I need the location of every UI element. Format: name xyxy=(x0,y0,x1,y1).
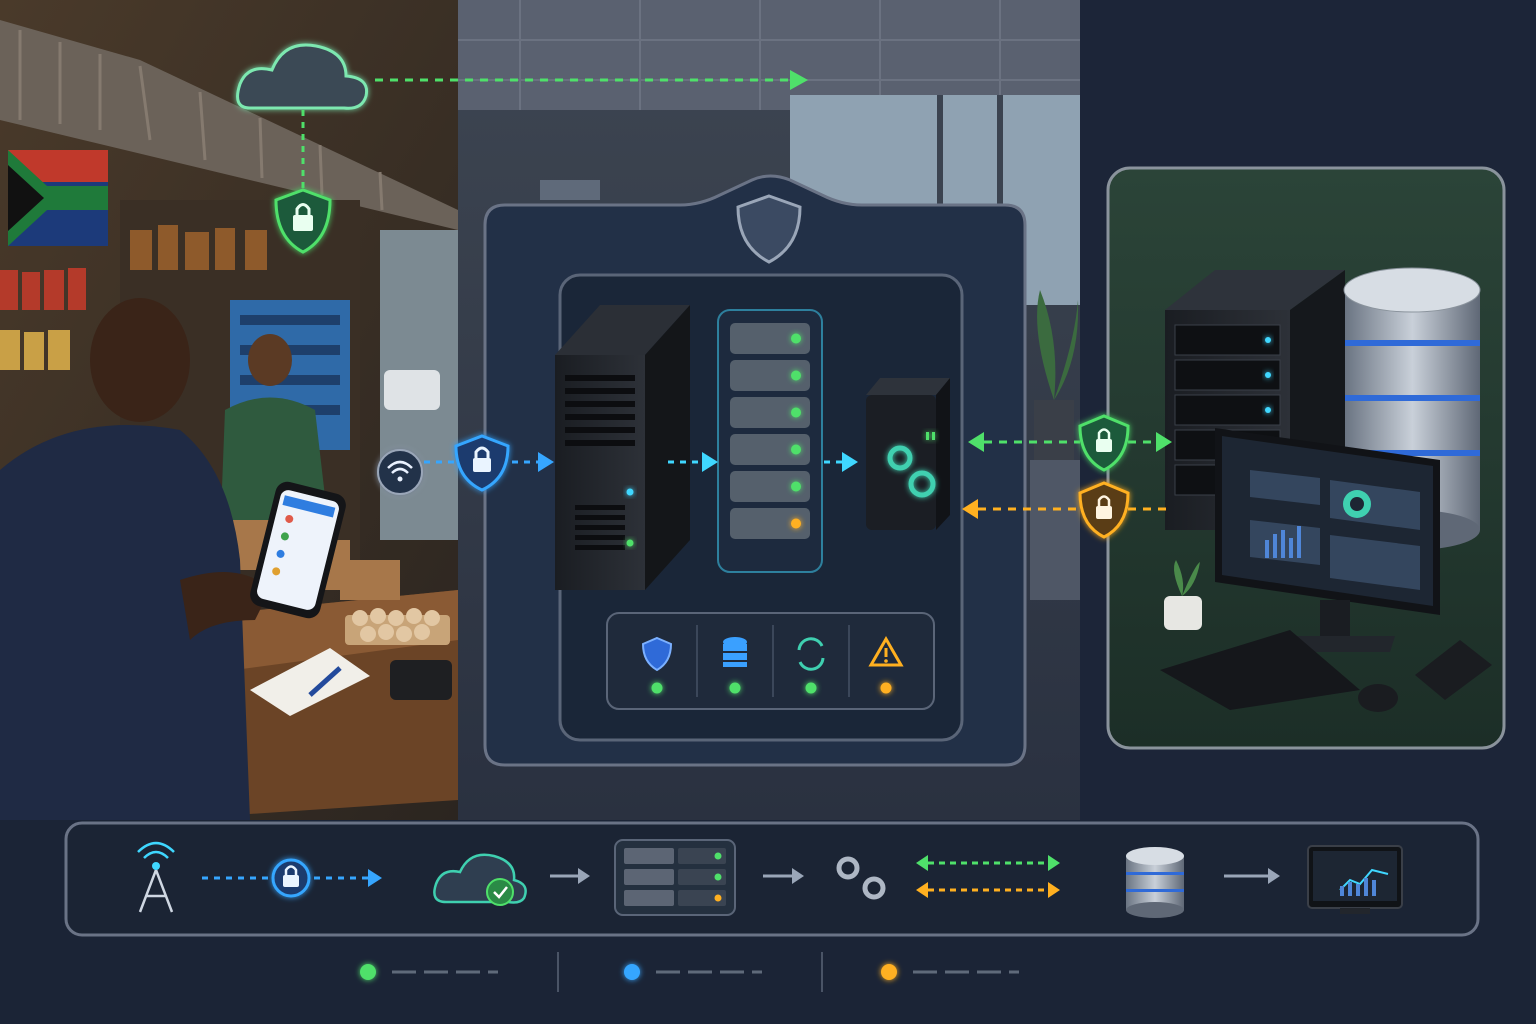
database-icon xyxy=(723,637,747,667)
legend-dot xyxy=(360,964,376,980)
rack-unit xyxy=(730,397,810,428)
rack-unit xyxy=(730,508,810,539)
shop-scene xyxy=(0,0,458,820)
warning-icon xyxy=(868,635,904,667)
status-dot xyxy=(805,682,817,694)
lock-icon xyxy=(271,858,311,898)
legend-dot xyxy=(624,964,640,980)
rack-led xyxy=(791,444,801,455)
calculator xyxy=(1415,640,1492,700)
database-icon-small xyxy=(1126,847,1184,918)
lock-shield-blue xyxy=(454,434,510,492)
legend-dot xyxy=(881,964,897,980)
status-bar xyxy=(606,612,935,710)
shield-icon xyxy=(641,636,673,672)
legend xyxy=(360,952,1019,992)
mouse xyxy=(1358,684,1398,712)
gears-icon-small xyxy=(836,856,886,900)
status-dot xyxy=(880,682,892,694)
rack-led xyxy=(791,407,801,418)
cloud-icon xyxy=(433,853,527,906)
cell-tower-icon xyxy=(137,841,175,913)
dashboard-monitor xyxy=(1215,428,1440,652)
keyboard xyxy=(1160,630,1360,710)
rack-unit xyxy=(730,323,810,354)
gears-icon xyxy=(887,445,936,498)
lock-shield-amber xyxy=(1078,481,1130,539)
egg-tray xyxy=(345,608,450,645)
monitor-icon xyxy=(1307,845,1403,914)
rack-unit xyxy=(730,434,810,465)
rack-led xyxy=(791,518,801,529)
lock-shield-green-right xyxy=(1078,414,1130,472)
processing-server xyxy=(866,378,950,530)
rack-led xyxy=(791,481,801,492)
flag xyxy=(8,150,108,246)
shop-owner xyxy=(0,298,346,820)
server-rack-icon xyxy=(717,309,823,573)
flow-bar xyxy=(64,821,1480,937)
cloud-node xyxy=(236,43,369,110)
rack-unit xyxy=(730,360,810,391)
office-plant xyxy=(1034,290,1079,460)
wifi-node xyxy=(377,449,423,495)
server-rack-icon-small xyxy=(614,839,736,916)
rack-unit xyxy=(730,471,810,502)
lock-shield-green xyxy=(274,188,332,254)
sync-icon xyxy=(797,637,825,671)
rack-led xyxy=(791,370,801,381)
desk-plant xyxy=(1164,560,1202,630)
server-tower-icon xyxy=(555,305,690,590)
rack-led xyxy=(791,333,801,344)
status-dot xyxy=(729,682,741,694)
back-office-panel xyxy=(1080,0,1536,820)
status-dot xyxy=(651,682,663,694)
